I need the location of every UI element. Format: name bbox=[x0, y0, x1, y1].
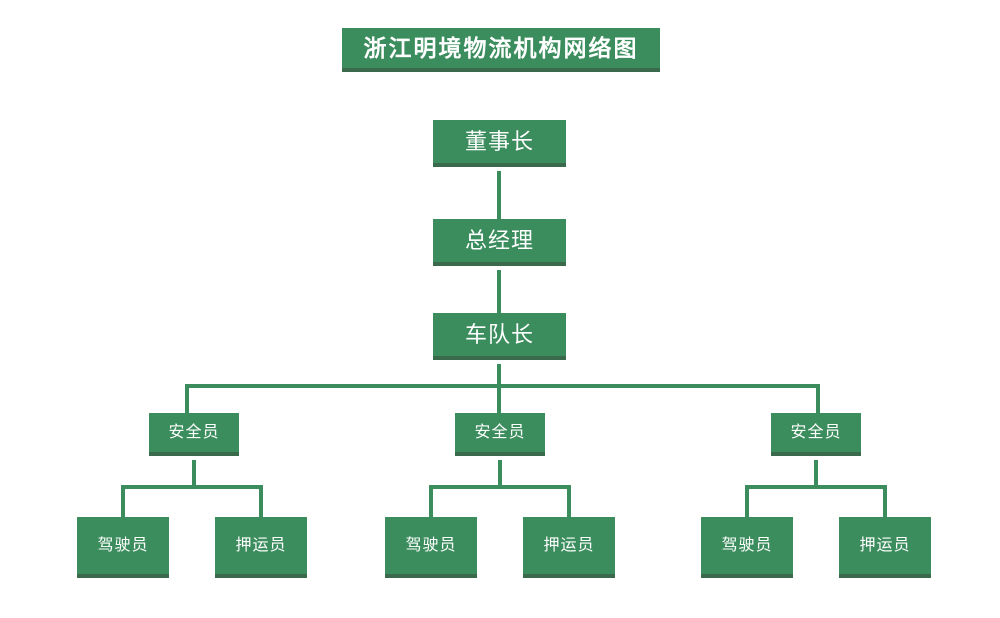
connector-safety-officer-left-drop bbox=[192, 460, 196, 487]
connector-to-safety-officer-right bbox=[816, 384, 820, 415]
connector-safety-officer-center-drop bbox=[498, 460, 502, 487]
connector-safety-officer-right-drop bbox=[814, 460, 818, 487]
connector-to-driver-left bbox=[121, 485, 125, 519]
connector-safety-officers-bus bbox=[185, 384, 820, 388]
connector-to-safety-officer-left bbox=[185, 384, 189, 415]
node-safety-officer-right[interactable]: 安全员 bbox=[771, 413, 861, 456]
connector-chairman-to-general-manager bbox=[497, 171, 501, 219]
connector-to-driver-center bbox=[429, 485, 433, 519]
node-fleet-captain[interactable]: 车队长 bbox=[433, 313, 566, 360]
connector-general-manager-to-fleet-captain bbox=[497, 270, 501, 313]
chart-title: 浙江明境物流机构网络图 bbox=[342, 28, 660, 72]
node-safety-officer-left[interactable]: 安全员 bbox=[149, 413, 239, 456]
node-chairman[interactable]: 董事长 bbox=[433, 120, 566, 167]
node-escort-center[interactable]: 押运员 bbox=[523, 517, 615, 578]
node-driver-right[interactable]: 驾驶员 bbox=[701, 517, 793, 578]
connector-to-escort-center bbox=[567, 485, 571, 519]
node-driver-center[interactable]: 驾驶员 bbox=[385, 517, 477, 578]
connector-left-group-bus bbox=[121, 485, 263, 489]
node-safety-officer-center[interactable]: 安全员 bbox=[455, 413, 545, 456]
connector-fleet-captain-drop bbox=[497, 364, 501, 386]
node-driver-left[interactable]: 驾驶员 bbox=[77, 517, 169, 578]
connector-to-driver-right bbox=[745, 485, 749, 519]
node-escort-right[interactable]: 押运员 bbox=[839, 517, 931, 578]
connector-to-safety-officer-center bbox=[497, 384, 501, 415]
node-general-manager[interactable]: 总经理 bbox=[433, 219, 566, 266]
node-escort-left[interactable]: 押运员 bbox=[215, 517, 307, 578]
connector-right-group-bus bbox=[745, 485, 887, 489]
connector-to-escort-right bbox=[883, 485, 887, 519]
connector-center-group-bus bbox=[429, 485, 571, 489]
connector-to-escort-left bbox=[259, 485, 263, 519]
